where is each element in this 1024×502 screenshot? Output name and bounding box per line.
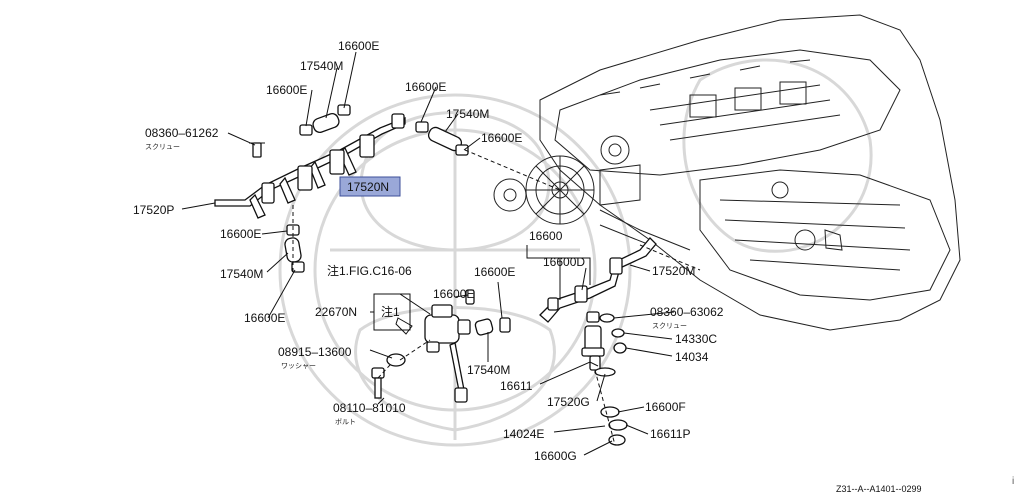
label-17540m-top[interactable]: 17540M <box>300 59 343 73</box>
pressure-regulator <box>371 304 471 403</box>
note-box: 注1 <box>373 293 411 331</box>
label-14034[interactable]: 14034 <box>675 350 709 364</box>
note-box-text: 注1 <box>381 304 400 319</box>
sublabel-screw-2: スクリュー <box>652 322 687 330</box>
label-16600f[interactable]: 16600F <box>645 400 686 414</box>
label-16611p[interactable]: 16611P <box>650 427 690 441</box>
label-16600e-mid[interactable]: 16600E <box>405 80 446 94</box>
label-16600[interactable]: 16600 <box>529 229 563 243</box>
fuel-rail-assembly <box>214 104 469 219</box>
guide-line-2 <box>639 244 701 271</box>
sublabel-bolt: ボルト <box>335 418 356 426</box>
label-17520g[interactable]: 17520G <box>547 395 590 409</box>
label-16600e-bottom[interactable]: 16600E <box>244 311 285 325</box>
note-ref: 注1.FIG.C16-06 <box>327 263 412 278</box>
label-16600e-top[interactable]: 16600E <box>338 39 379 53</box>
label-17540m-mid[interactable]: 17540M <box>446 107 489 121</box>
watermark-emblem <box>278 58 873 447</box>
engine-block <box>493 14 961 331</box>
label-08915-13600[interactable]: 08915–13600 <box>278 345 352 359</box>
sublabel-screw-1: スクリュー <box>145 143 180 151</box>
label-14024e[interactable]: 14024E <box>503 427 544 441</box>
label-16600e-left[interactable]: 16600E <box>220 227 261 241</box>
footer-code: Z31--A--A1401--0299 <box>836 484 922 494</box>
label-17520p[interactable]: 17520P <box>133 203 174 217</box>
label-16600e-upper[interactable]: 16600E <box>266 83 307 97</box>
label-16611[interactable]: 16611 <box>500 379 533 393</box>
label-16600e-c2[interactable]: 16600E <box>433 287 474 301</box>
sublabel-washer: ワッシャー <box>281 362 316 370</box>
label-17540m-left[interactable]: 17540M <box>220 267 263 281</box>
label-16600e-right[interactable]: 16600E <box>481 131 522 145</box>
injector-assembly <box>465 237 657 446</box>
label-16600g[interactable]: 16600G <box>534 449 577 463</box>
guide-line-1 <box>464 149 561 191</box>
label-08360-61262[interactable]: 08360–61262 <box>145 126 219 140</box>
highlight-box[interactable] <box>339 176 401 197</box>
label-08360-63062[interactable]: 08360–63062 <box>650 305 724 319</box>
label-17540m-c[interactable]: 17540M <box>467 363 510 377</box>
leader-lines <box>181 51 675 456</box>
label-08110-81010[interactable]: 08110–81010 <box>333 401 406 415</box>
lower-left-hoses <box>284 205 305 275</box>
corner-mark: i <box>1012 476 1014 487</box>
label-16600d[interactable]: 16600D <box>543 255 585 269</box>
label-16600e-center[interactable]: 16600E <box>474 265 515 279</box>
label-14330c[interactable]: 14330C <box>675 332 717 346</box>
label-17520m[interactable]: 17520M <box>652 264 695 278</box>
label-22670n[interactable]: 22670N <box>315 305 357 319</box>
highlight-label[interactable]: 17520N <box>347 180 389 194</box>
